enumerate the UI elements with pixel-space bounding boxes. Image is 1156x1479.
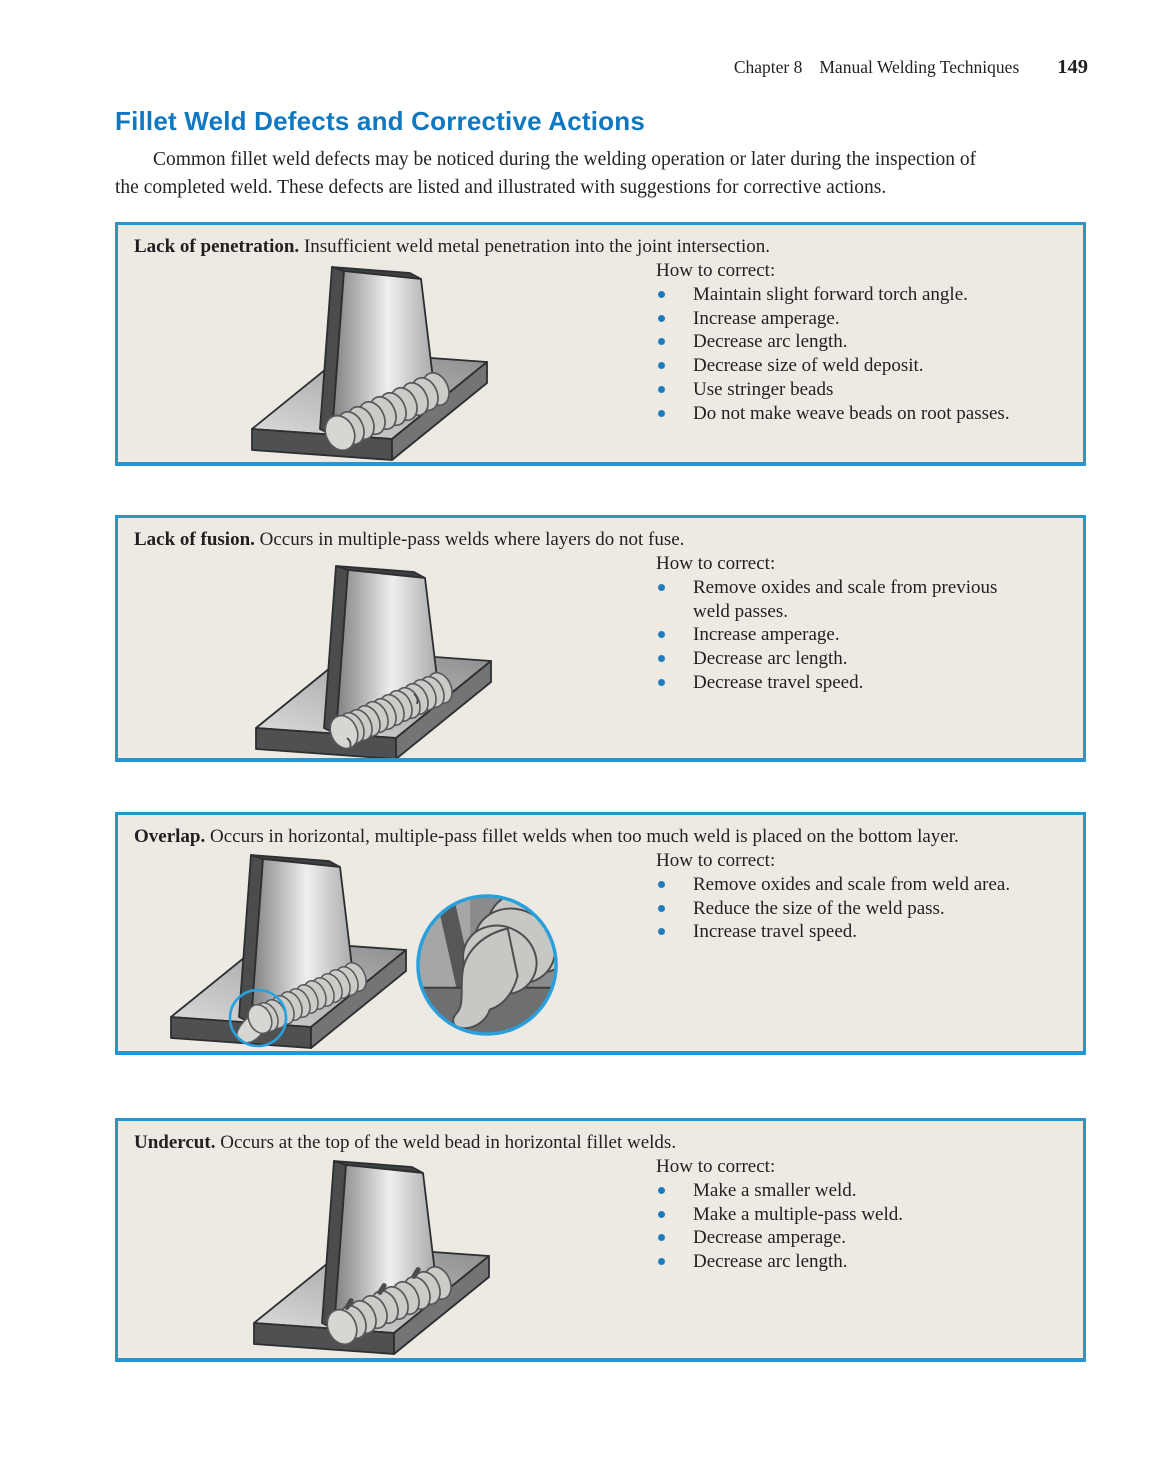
overlap-highlight-circle (228, 988, 288, 1048)
corrections-list: Maintain slight forward torch angle. Inc… (656, 283, 1083, 426)
defect-name: Overlap. (134, 826, 206, 847)
defect-description: Occurs in multiple-pass welds where laye… (259, 529, 685, 550)
correction-item: Increase travel speed. (656, 920, 1083, 944)
defect-description: Insufficient weld metal penetration into… (303, 236, 771, 257)
inset-border-circle (416, 894, 558, 1036)
page-number: 149 (1057, 56, 1088, 78)
defect-lead: Overlap. Occurs in horizontal, multiple-… (134, 826, 959, 848)
defect-box-lack-of-fusion: Lack of fusion. Occurs in multiple-pass … (115, 515, 1086, 762)
defect-description: Occurs at the top of the weld bead in ho… (220, 1132, 677, 1153)
correction-item: Decrease arc length. (656, 647, 1008, 671)
correction-item: Increase amperage. (656, 623, 1008, 647)
correction-item: Remove oxides and scale from weld area. (656, 873, 1083, 897)
intro-line: Common fillet weld defects may be notice… (153, 149, 977, 170)
how-to-correct-label: How to correct: (656, 553, 776, 574)
defect-name: Undercut. (134, 1132, 216, 1153)
t-joint-weld-illustration (244, 259, 494, 462)
correction-item: Do not make weave beads on root passes. (656, 402, 1083, 426)
correction-item: Make a smaller weld. (656, 1179, 1083, 1203)
correction-item: Decrease size of weld deposit. (656, 354, 1083, 378)
chapter-label: Chapter 8 (733, 57, 803, 77)
corrections-list: Make a smaller weld. Make a multiple-pas… (656, 1179, 1083, 1274)
how-to-correct-label: How to correct: (656, 260, 776, 281)
t-joint-weld-illustration (246, 1153, 496, 1358)
correction-item: Remove oxides and scale from previous we… (656, 576, 1008, 623)
defect-description: Occurs in horizontal, multiple-pass fill… (210, 826, 959, 847)
defect-name: Lack of penetration. (134, 236, 300, 257)
corrections-list: Remove oxides and scale from previous we… (656, 576, 1008, 695)
defect-lead: Undercut. Occurs at the top of the weld … (134, 1132, 676, 1154)
correction-item: Decrease travel speed. (656, 671, 1008, 695)
correction-item: Decrease arc length. (656, 1250, 1083, 1274)
section-title: Manual Welding Techniques (819, 57, 1020, 77)
correction-item: Decrease amperage. (656, 1226, 1083, 1250)
defect-lead: Lack of fusion. Occurs in multiple-pass … (134, 529, 684, 551)
corrections-block: How to correct: Maintain slight forward … (656, 259, 1083, 426)
defect-box-lack-of-penetration: Lack of penetration. Insufficient weld m… (115, 222, 1086, 466)
corrections-block: How to correct: Remove oxides and scale … (656, 552, 1083, 695)
defect-box-overlap: Overlap. Occurs in horizontal, multiple-… (115, 812, 1086, 1055)
correction-item: Use stringer beads (656, 378, 1083, 402)
correction-item: Decrease arc length. (656, 330, 1083, 354)
undercut-marks (344, 1267, 421, 1310)
running-head: Chapter 8 Manual Welding Techniques 149 (734, 56, 1088, 79)
correction-item: Reduce the size of the weld pass. (656, 897, 1083, 921)
corrections-list: Remove oxides and scale from weld area. … (656, 873, 1083, 944)
t-joint-weld-illustration (248, 558, 498, 758)
t-joint-weld-illustration (163, 847, 413, 1051)
how-to-correct-label: How to correct: (656, 1156, 776, 1177)
corrections-block: How to correct: Remove oxides and scale … (656, 849, 1083, 944)
defect-name: Lack of fusion. (134, 529, 255, 550)
defect-box-undercut: Undercut. Occurs at the top of the weld … (115, 1118, 1086, 1362)
correction-item: Increase amperage. (656, 307, 1083, 331)
intro-line: the completed weld. These defects are li… (115, 176, 887, 198)
defect-lead: Lack of penetration. Insufficient weld m… (134, 236, 770, 258)
overlap-magnified-inset (413, 891, 561, 1044)
corrections-block: How to correct: Make a smaller weld. Mak… (656, 1155, 1083, 1274)
correction-item: Maintain slight forward torch angle. (656, 283, 1083, 307)
page-title: Fillet Weld Defects and Corrective Actio… (115, 106, 645, 136)
correction-item: Make a multiple-pass weld. (656, 1203, 1083, 1227)
how-to-correct-label: How to correct: (656, 850, 776, 871)
intro-paragraph: Common fillet weld defects may be notice… (115, 146, 1095, 201)
